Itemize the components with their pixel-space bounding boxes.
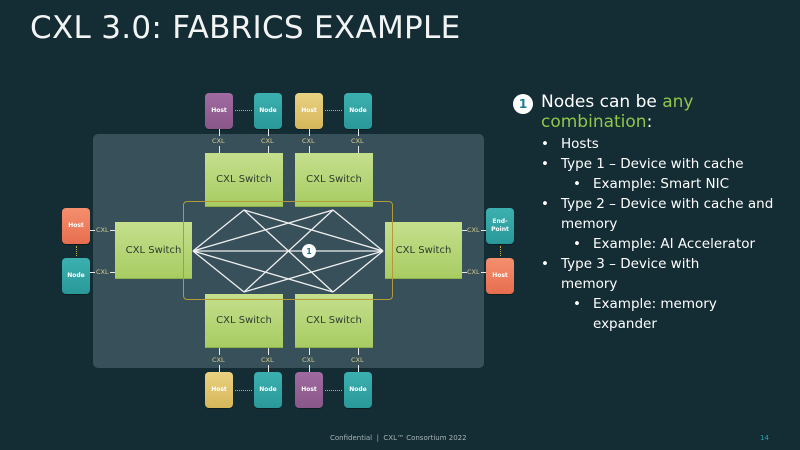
cxl-switch-bottom-right: CXL Switch — [295, 294, 373, 348]
mesh-link — [332, 209, 384, 252]
mesh-badge-icon: 1 — [302, 244, 316, 258]
dotted-link — [500, 246, 501, 256]
link-line — [268, 348, 269, 355]
link-line — [219, 129, 220, 136]
cxl-link-label: CXL — [96, 268, 109, 276]
cxl-link-label: CXL — [302, 137, 315, 145]
link-line — [268, 146, 269, 153]
cxl-switch-right: CXL Switch — [385, 222, 462, 279]
link-line — [309, 348, 310, 355]
mesh-link — [192, 250, 245, 293]
heading-text: : — [646, 112, 653, 132]
sub-list-item: Example: Smart NIC — [573, 174, 793, 194]
cxl-link-label: CXL — [302, 356, 315, 364]
sub-list-item: Example: AI Accelerator — [573, 234, 793, 254]
link-line — [358, 129, 359, 136]
mesh-link — [243, 209, 384, 252]
link-line — [309, 146, 310, 153]
fabric-boundary — [183, 201, 393, 300]
top-node-4: Node — [344, 93, 372, 129]
top-node-2: Node — [254, 93, 282, 129]
cxl-link-label: CXL — [261, 137, 274, 145]
link-line — [481, 230, 486, 231]
list-item-text: Type 1 – Device with cache — [561, 156, 744, 172]
dotted-link — [325, 390, 342, 391]
link-line — [110, 272, 115, 273]
mesh-link — [192, 250, 334, 293]
link-line — [90, 230, 95, 231]
list-item: Type 2 – Device with cache and memory Ex… — [541, 194, 793, 254]
cxl-link-label: CXL — [261, 356, 274, 364]
link-line — [268, 365, 269, 372]
switch-label: CXL Switch — [125, 244, 182, 256]
footer-text: Confidential | CXL™ Consortium 2022 — [330, 434, 467, 442]
link-line — [110, 230, 115, 231]
dotted-link — [76, 246, 77, 256]
list-item-text: Hosts — [561, 136, 599, 152]
list-item: Type 3 – Device with memory Example: mem… — [541, 254, 741, 334]
dotted-link — [235, 110, 252, 111]
link-line — [358, 146, 359, 153]
right-node-2: Host — [486, 258, 514, 294]
link-line — [358, 365, 359, 372]
switch-label: CXL Switch — [395, 244, 452, 256]
mesh-link — [332, 250, 384, 293]
link-line — [90, 272, 95, 273]
link-line — [219, 348, 220, 355]
cxl-link-label: CXL — [96, 226, 109, 234]
bottom-node-2: Node — [254, 372, 282, 408]
heading-accent: any — [662, 92, 694, 112]
link-line — [481, 272, 486, 273]
link-line — [268, 129, 269, 136]
sub-list-item: Example: memory expander — [573, 294, 743, 334]
cxl-link-label: CXL — [467, 268, 480, 276]
left-node-1: Host — [62, 208, 90, 244]
cxl-link-label: CXL — [351, 356, 364, 364]
switch-label: CXL Switch — [216, 174, 272, 185]
slide-title: CXL 3.0: FABRICS EXAMPLE — [30, 10, 461, 46]
cxl-switch-bottom-left: CXL Switch — [205, 294, 283, 348]
left-node-2: Node — [62, 258, 90, 294]
mesh-link — [192, 209, 245, 252]
switch-label: CXL Switch — [306, 174, 362, 185]
top-node-3: Host — [295, 93, 323, 129]
cxl-link-label: CXL — [212, 356, 225, 364]
notes-panel: 1 Nodes can be any combination: Hosts Ty… — [513, 92, 793, 334]
right-node-1: End-Point — [486, 208, 514, 244]
bottom-node-4: Node — [344, 372, 372, 408]
list-item-text: Type 3 – Device with memory — [561, 256, 700, 292]
cxl-link-label: CXL — [212, 137, 225, 145]
bottom-node-1: Host — [205, 372, 233, 408]
top-node-1: Host — [205, 93, 233, 129]
heading-accent: combination — [541, 112, 647, 132]
link-line — [309, 129, 310, 136]
notes-heading: 1 Nodes can be any combination: — [513, 92, 793, 132]
heading-text: Nodes can be — [541, 92, 663, 112]
list-item: Hosts — [541, 134, 793, 154]
mesh-link — [192, 209, 334, 252]
cxl-switch-left: CXL Switch — [115, 222, 192, 279]
switch-label: CXL Switch — [216, 315, 272, 326]
number-badge-icon: 1 — [513, 94, 533, 114]
bottom-node-3: Host — [295, 372, 323, 408]
link-line — [219, 365, 220, 372]
dotted-link — [325, 110, 342, 111]
mesh-link — [243, 250, 384, 293]
cxl-switch-top-left: CXL Switch — [205, 153, 283, 207]
list-item-text: Type 2 – Device with cache and memory — [561, 196, 774, 232]
mesh-link — [243, 209, 334, 293]
link-line — [462, 272, 467, 273]
link-line — [462, 230, 467, 231]
page-number: 14 — [760, 434, 769, 442]
cxl-switch-top-right: CXL Switch — [295, 153, 373, 207]
link-line — [358, 348, 359, 355]
list-item: Type 1 – Device with cache Example: Smar… — [541, 154, 793, 194]
node-types-list: Hosts Type 1 – Device with cache Example… — [541, 134, 793, 334]
link-line — [309, 365, 310, 372]
cxl-link-label: CXL — [351, 137, 364, 145]
dotted-link — [235, 390, 252, 391]
switch-label: CXL Switch — [306, 315, 362, 326]
link-line — [219, 146, 220, 153]
cxl-link-label: CXL — [467, 226, 480, 234]
